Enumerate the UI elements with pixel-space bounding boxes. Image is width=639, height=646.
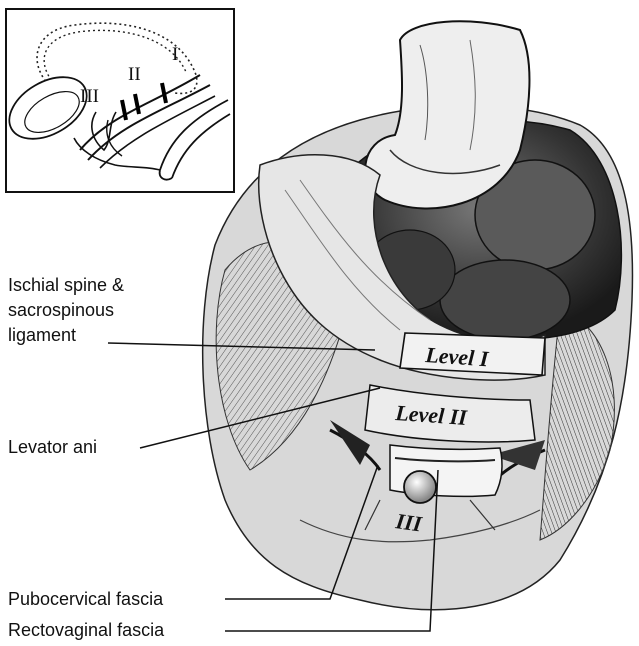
rectovaginal-fascia-label: Rectovaginal fascia (8, 620, 164, 641)
ischial-spine-label-line2: sacrospinous (8, 300, 114, 321)
ischial-spine-label-line1: Ischial spine & (8, 275, 124, 296)
inset-diagram: III II I (0, 9, 234, 192)
main-illustration: Level I Level II III (203, 21, 633, 609)
pubocervical-fascia-label: Pubocervical fascia (8, 589, 163, 610)
levator-ani-label: Levator ani (8, 437, 97, 458)
inset-label-III: III (80, 86, 99, 107)
ischial-spine-label-line3: ligament (8, 325, 76, 346)
inset-label-I: I (172, 44, 178, 65)
urethra (404, 471, 436, 503)
level-I-label: Level I (424, 342, 491, 371)
level-II-label: Level II (394, 400, 469, 430)
level-III-label: III (393, 508, 424, 537)
inset-label-II: II (128, 64, 141, 85)
